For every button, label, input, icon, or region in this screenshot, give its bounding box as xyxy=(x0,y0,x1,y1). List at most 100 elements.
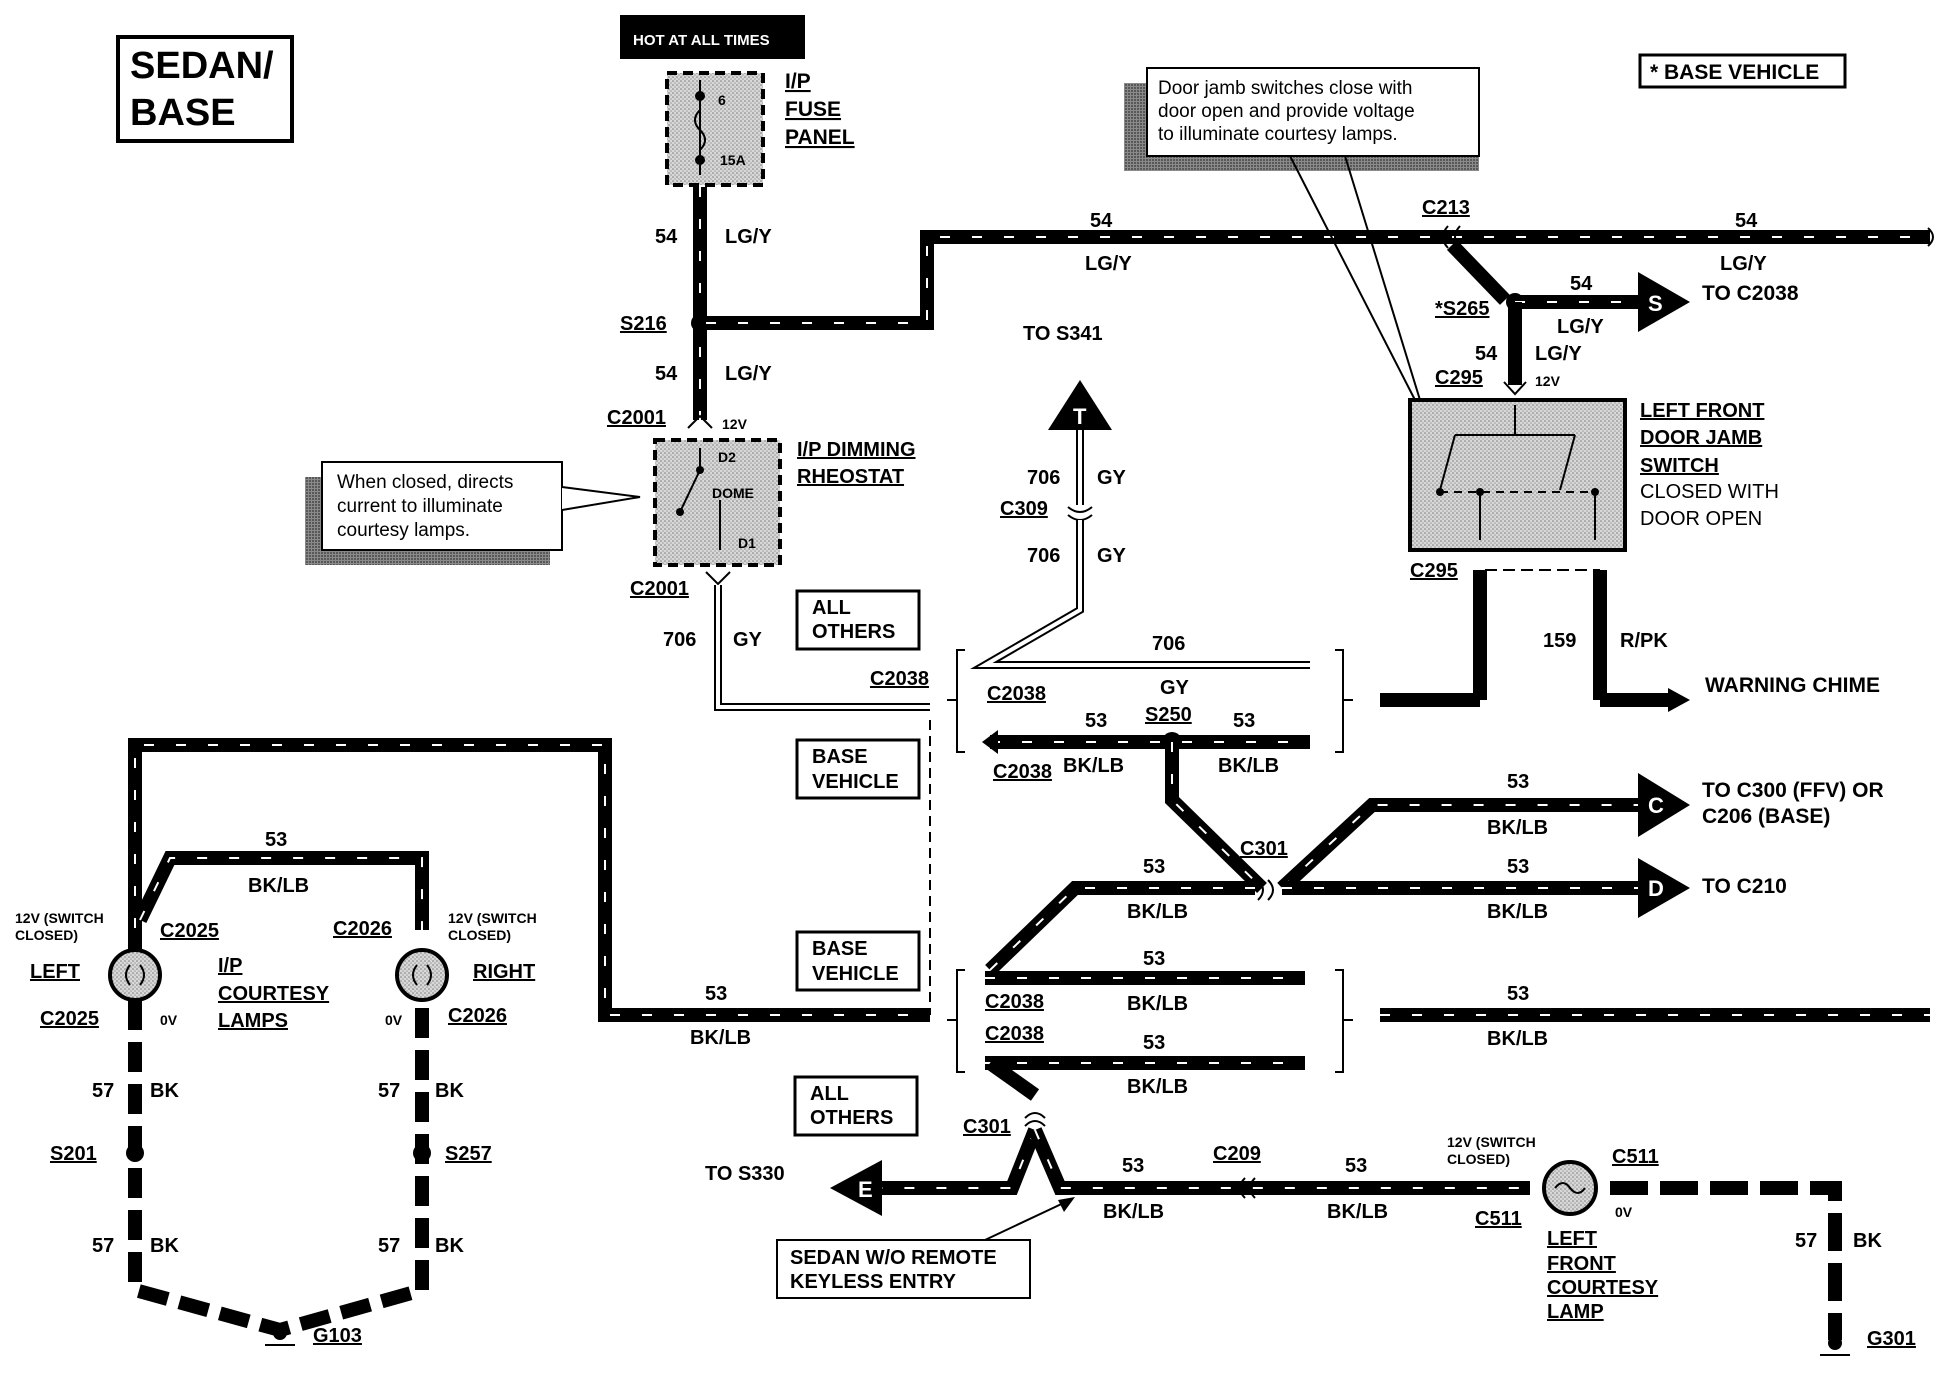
diagram-label: LAMP xyxy=(1547,1301,1604,1323)
diagram-label: BK xyxy=(150,1235,179,1257)
diagram-label: When closed, directs xyxy=(337,472,513,493)
title-line-1: SEDAN/ xyxy=(130,45,274,87)
diagram-label: G103 xyxy=(313,1325,362,1347)
diagram-label: BK/LB xyxy=(1218,755,1279,777)
diagram-label: S257 xyxy=(445,1143,492,1165)
diagram-label: BK/LB xyxy=(1487,817,1548,839)
diagram-label: COURTESY xyxy=(218,983,330,1005)
diagram-label: BK/LB xyxy=(1487,901,1548,923)
hot-at-all-times-label: HOT AT ALL TIMES xyxy=(620,15,805,59)
diagram-label: HOT AT ALL TIMES xyxy=(633,32,770,49)
diagram-label: RHEOSTAT xyxy=(797,466,904,488)
diagram-label: C301 xyxy=(963,1116,1011,1138)
diagram-label: OTHERS xyxy=(810,1107,893,1129)
diagram-label: 0V xyxy=(1615,1204,1633,1220)
arrow-d xyxy=(1638,858,1690,918)
diagram-label: LG/Y xyxy=(1557,316,1604,338)
diagram-label: 54 xyxy=(655,226,678,248)
diagram-label: 0V xyxy=(160,1012,178,1028)
diagram-label: LEFT xyxy=(1547,1228,1597,1250)
diagram-label: current to illuminate xyxy=(337,496,503,517)
diagram-label: LG/Y xyxy=(725,363,772,385)
diagram-label: 57 xyxy=(92,1235,114,1257)
diagram-label: TO S330 xyxy=(705,1163,785,1185)
diagram-label: GY xyxy=(1160,677,1190,699)
diagram-label: C2038 xyxy=(985,1023,1044,1045)
diagram-label: 54 xyxy=(1090,210,1113,232)
diagram-label: C2001 xyxy=(607,407,666,429)
fuse-rating: 15A xyxy=(720,152,746,168)
sedan-rke-callout: SEDAN W/O REMOTE KEYLESS ENTRY xyxy=(776,1197,1075,1299)
diagram-label: C511 xyxy=(1612,1146,1659,1168)
splice-s257 xyxy=(413,1144,431,1162)
diagram-label: 706 xyxy=(663,629,696,651)
diagram-label: OTHERS xyxy=(812,621,895,643)
diagram-label: 57 xyxy=(378,1080,400,1102)
diagram-label: I/P DIMMING xyxy=(797,439,916,461)
diagram-label: 57 xyxy=(378,1235,400,1257)
diagram-label: 706 xyxy=(1027,545,1060,567)
door-jamb-callout: Door jamb switches close with door open … xyxy=(1124,67,1480,401)
diagram-label: D xyxy=(1648,876,1664,901)
diagram-label: C209 xyxy=(1213,1143,1261,1165)
diagram-label: BASE xyxy=(812,938,868,960)
diagram-label: KEYLESS ENTRY xyxy=(790,1271,957,1293)
title-box: SEDAN/ BASE xyxy=(116,35,294,143)
arrow-e xyxy=(830,1160,882,1216)
diagram-label: 57 xyxy=(92,1080,114,1102)
diagram-label: E xyxy=(858,1177,873,1202)
all-others-box-2: ALL OTHERS xyxy=(793,1075,919,1137)
diagram-label: LG/Y xyxy=(1720,253,1767,275)
diagram-label: RIGHT xyxy=(473,961,535,983)
diagram-label: 53 xyxy=(265,829,287,851)
diagram-label: COURTESY xyxy=(1547,1277,1659,1299)
splice-s216 xyxy=(691,314,709,332)
diagram-label: S250 xyxy=(1145,704,1192,726)
diagram-label: C2001 xyxy=(630,578,689,600)
diagram-label: BK/LB xyxy=(1103,1201,1164,1223)
diagram-label: FRONT xyxy=(1547,1253,1616,1275)
diagram-label: S201 xyxy=(50,1143,97,1165)
right-ip-courtesy-lamp xyxy=(395,948,449,1002)
diagram-label: LEFT FRONT xyxy=(1640,400,1764,422)
base-vehicle-box-1: BASE VEHICLE xyxy=(795,738,921,800)
diagram-label: 54 xyxy=(1475,343,1498,365)
diagram-label: LEFT xyxy=(30,961,80,983)
diagram-label: C2026 xyxy=(333,918,392,940)
diagram-label: 53 xyxy=(1345,1155,1367,1177)
diagram-label: 53 xyxy=(1085,710,1107,732)
dimming-callout: When closed, directs current to illumina… xyxy=(305,461,641,565)
diagram-label: CLOSED) xyxy=(1447,1151,1510,1167)
ground-g103-icon xyxy=(265,1326,295,1346)
wire-53-ip-loop xyxy=(128,738,930,1022)
all-others-box-1: ALL OTHERS xyxy=(795,589,921,651)
ground-g301-icon xyxy=(1820,1336,1850,1356)
wire-54-top-bus xyxy=(706,230,1930,330)
diagram-label: C xyxy=(1648,793,1664,818)
diagram-label: BASE xyxy=(812,746,868,768)
diagram-label: BK xyxy=(435,1080,464,1102)
diagram-label: C2026 xyxy=(448,1005,507,1027)
fuse-panel-label-3: PANEL xyxy=(785,126,855,149)
arrow-t xyxy=(1048,380,1112,430)
diagram-label: TO S341 xyxy=(1023,323,1103,345)
fuse-number: 6 xyxy=(718,92,726,108)
diagram-label: C511 xyxy=(1475,1208,1522,1230)
diagram-label: DOOR OPEN xyxy=(1640,508,1762,530)
diagram-label: C2038 xyxy=(870,668,929,690)
arrow-c xyxy=(1638,773,1690,837)
diagram-label: * BASE VEHICLE xyxy=(1650,61,1819,84)
diagram-label: 53 xyxy=(705,983,727,1005)
diagram-label: LG/Y xyxy=(725,226,772,248)
diagram-label: SWITCH xyxy=(1640,455,1719,477)
left-front-door-jamb-switch xyxy=(1408,398,1627,552)
diagram-label: C2025 xyxy=(40,1008,99,1030)
diagram-label: VEHICLE xyxy=(812,963,899,985)
diagram-label: C2038 xyxy=(993,761,1052,783)
diagram-label: D2 xyxy=(718,449,736,465)
diagram-label: 53 xyxy=(1507,856,1529,878)
diagram-label: C301 xyxy=(1240,838,1288,860)
diagram-label: TO C210 xyxy=(1702,875,1787,898)
diagram-label: 0V xyxy=(385,1012,403,1028)
